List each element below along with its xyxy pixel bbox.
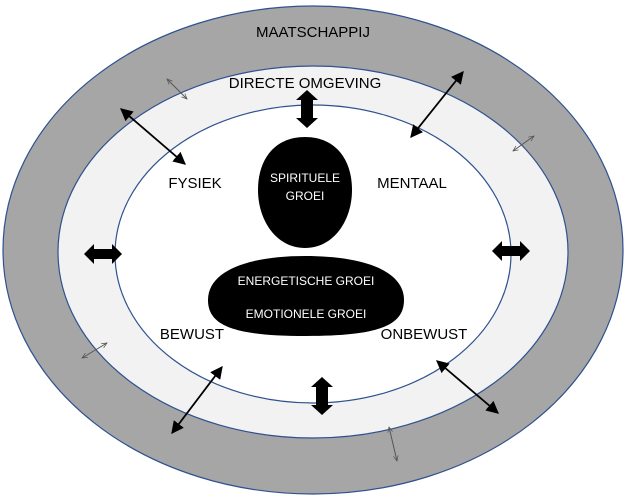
block-arrow-top [296,90,318,128]
diagonal-arrow-bottom-right [436,360,499,414]
small-arrow-right [513,136,534,151]
diagonal-arrow-bottom-left [171,365,223,435]
label-conscious: BEWUST [160,326,224,343]
figure-body [208,256,404,336]
diagonal-arrow-top-right [410,71,464,138]
label-mental: MENTAAL [377,175,447,192]
block-arrow-left [84,244,122,264]
diagonal-arrow-top-left [120,108,186,165]
label-physical: FYSIEK [168,175,221,192]
figure-head [258,137,352,248]
figure-head-text-2: GROEI [286,189,325,203]
figure-head-text-1: SPIRITUELE [270,171,340,185]
label-direct-environment: DIRECTE OMGEVING [229,75,382,92]
block-arrow-bottom [311,377,333,415]
figure-body-text-2: EMOTIONELE GROEI [246,307,367,321]
label-unconscious: ONBEWUST [381,326,468,343]
small-arrow-left [82,343,107,358]
figure-body-text-1: ENERGETISCHE GROEI [238,274,375,288]
small-arrow-bottom [389,427,397,461]
label-society: MAATSCHAPPIJ [256,24,370,41]
block-arrow-right [492,241,530,261]
small-arrow-top-left [167,79,187,99]
